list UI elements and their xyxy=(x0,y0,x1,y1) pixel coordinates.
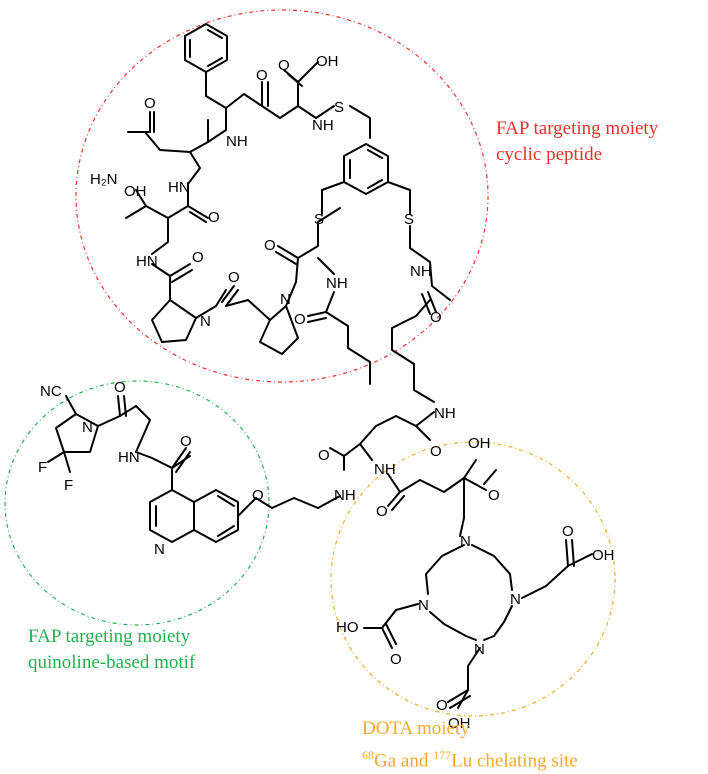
peptide-bonds xyxy=(125,61,371,385)
atom-o-m: O xyxy=(376,503,388,520)
atom-n-quin: N xyxy=(154,541,165,558)
atom-o-e: O xyxy=(228,269,240,286)
atom-nh-f: NH xyxy=(334,487,356,504)
atom-h2n: H₂N xyxy=(90,171,118,188)
atom-o-ether: O xyxy=(252,487,264,504)
atom-s-3: S xyxy=(404,211,414,228)
dota-macrocycle xyxy=(363,539,593,709)
atom-f-2: F xyxy=(64,477,73,494)
thioether-chains xyxy=(391,225,451,403)
atom-o-amide: O xyxy=(144,95,156,112)
quinoline-region-label: FAP targeting moiety quinoline-based mot… xyxy=(28,624,195,676)
atom-o-h: O xyxy=(430,309,442,326)
atom-o-k: O xyxy=(180,433,192,450)
atom-o-f: O xyxy=(264,237,276,254)
atom-n-d1: N xyxy=(460,533,471,550)
atom-o-c: O xyxy=(208,209,220,226)
linker-bonds xyxy=(255,411,497,537)
benzene-linker-ring xyxy=(321,143,411,215)
atom-o-i: O xyxy=(430,443,442,460)
atom-oh-a: OH xyxy=(468,435,491,452)
dota-region-circle xyxy=(330,441,616,717)
atom-oh-top: OH xyxy=(316,53,339,70)
atom-hn-c: HN xyxy=(118,449,140,466)
atom-f-1: F xyxy=(38,459,47,476)
atom-ho-a: HO xyxy=(336,619,359,636)
atom-n-d3: N xyxy=(418,597,429,614)
quinoline-region-circle xyxy=(4,380,270,626)
atom-o-p: O xyxy=(562,523,574,540)
atom-s-1: S xyxy=(334,99,344,116)
quinoline-label-line1: FAP targeting moiety xyxy=(28,626,191,647)
atom-o-b: O xyxy=(278,57,290,74)
quinoline-rings xyxy=(135,447,257,543)
ga-isotope-number: 68 xyxy=(362,748,374,762)
atom-o-a: O xyxy=(256,67,268,84)
atom-nc: NC xyxy=(40,383,62,400)
dota-label-line1: DOTA moiety xyxy=(362,718,470,739)
atom-oh-b: OH xyxy=(592,547,615,564)
atom-n-pro2: N xyxy=(280,291,291,308)
peptide-label-line2: cyclic peptide xyxy=(496,144,603,165)
atom-o-d: O xyxy=(192,249,204,266)
atom-oh-c: OH xyxy=(448,715,471,732)
atom-oh-thr: OH xyxy=(124,183,147,200)
ga-text: Ga and xyxy=(374,750,434,772)
atom-n-pyr: N xyxy=(82,419,93,436)
atom-o-l: O xyxy=(318,447,330,464)
dota-label-line2: 68Ga and 177Lu chelating site xyxy=(362,742,578,774)
dota-region-label: DOTA moiety 68Ga and 177Lu chelating sit… xyxy=(362,716,578,774)
atom-nh-g: NH xyxy=(374,461,396,478)
atom-n-d2: N xyxy=(510,591,521,608)
difluoropyrrolidine-ring xyxy=(47,395,151,473)
atom-n-pro1: N xyxy=(200,313,211,330)
atom-o-j: O xyxy=(114,379,126,396)
atom-nh-a: NH xyxy=(226,133,248,150)
lu-isotope-number: 177 xyxy=(433,748,452,762)
quinoline-label-line2: quinoline-based motif xyxy=(28,652,196,673)
phenyl-ring xyxy=(184,23,228,73)
atom-o-r: O xyxy=(436,697,448,714)
atom-labels: OH O O NH NH S O H₂N HN OH O HN O O N O … xyxy=(38,53,615,732)
atom-nh-c: NH xyxy=(326,275,348,292)
lu-text: Lu chelating site xyxy=(451,750,578,772)
atom-o-g: O xyxy=(294,311,306,328)
peptide-label-line1: FAP targeting moiety xyxy=(496,118,659,139)
atom-nh-e: NH xyxy=(434,405,456,422)
atom-hn-b: HN xyxy=(136,253,158,270)
peptide-region-label: FAP targeting moiety cyclic peptide xyxy=(496,116,658,168)
atom-s-2: S xyxy=(314,211,324,228)
atom-o-q: O xyxy=(390,651,402,668)
peptide-region-circle xyxy=(75,9,489,383)
atom-o-o: O xyxy=(488,487,500,504)
atom-n-d4: N xyxy=(474,641,485,658)
atom-nh-b: NH xyxy=(312,117,334,134)
atom-hn-a: HN xyxy=(168,179,190,196)
atom-nh-d: NH xyxy=(410,263,432,280)
